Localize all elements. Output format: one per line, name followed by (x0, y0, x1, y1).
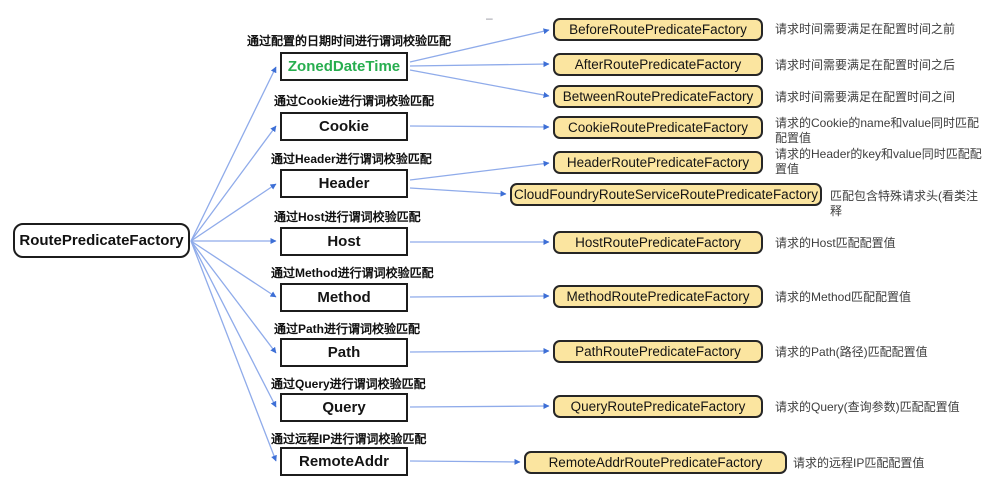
caption-remoteaddr: 通过远程IP进行谓词校验匹配 (271, 432, 427, 446)
edge (409, 403, 550, 410)
desc-path: 请求的Path(路径)匹配配置值 (775, 345, 928, 359)
node-remoteaddr-factory: RemoteAddrRoutePredicateFactory (524, 451, 787, 474)
node-zoneddatetime: ZonedDateTime (280, 52, 408, 81)
desc-before: 请求时间需要满足在配置时间之前 (775, 22, 956, 36)
node-path: Path (280, 338, 408, 367)
edge (190, 183, 277, 242)
caption-path: 通过Path进行谓词校验匹配 (274, 322, 421, 336)
root-node-routepredicatefactory: RoutePredicateFactory (13, 223, 190, 258)
caption-cookie: 通过Cookie进行谓词校验匹配 (274, 94, 435, 108)
desc-header: 请求的Header的key和value同时匹配配置值 (775, 147, 982, 176)
caption-header: 通过Header进行谓词校验匹配 (271, 152, 432, 166)
node-query: Query (280, 393, 408, 422)
node-host-factory: HostRoutePredicateFactory (553, 231, 763, 254)
node-after-factory: AfterRoutePredicateFactory (553, 53, 763, 76)
edge (190, 240, 277, 354)
node-host: Host (280, 227, 408, 256)
desc-cookie: 请求的Cookie的name和value同时匹配配置值 (775, 116, 980, 145)
desc-after: 请求时间需要满足在配置时间之后 (775, 58, 956, 72)
desc-between: 请求时间需要满足在配置时间之间 (775, 90, 956, 104)
caption-method: 通过Method进行谓词校验匹配 (271, 266, 434, 280)
edge (409, 187, 507, 197)
caption-host: 通过Host进行谓词校验匹配 (274, 210, 421, 224)
desc-remoteaddr: 请求的远程IP匹配配置值 (793, 456, 925, 470)
node-remoteaddr: RemoteAddr (280, 447, 408, 476)
edge (190, 240, 277, 298)
dash-artifact: – (486, 11, 493, 25)
caption-query: 通过Query进行谓词校验匹配 (271, 377, 426, 391)
node-path-factory: PathRoutePredicateFactory (553, 340, 763, 363)
node-query-factory: QueryRoutePredicateFactory (553, 395, 763, 418)
node-before-factory: BeforeRoutePredicateFactory (553, 18, 763, 41)
node-cloudfoundry-factory: CloudFoundryRouteServiceRoutePredicateFa… (510, 183, 822, 206)
node-method-factory: MethodRoutePredicateFactory (553, 285, 763, 308)
caption-zoneddatetime: 通过配置的日期时间进行谓词校验匹配 (247, 34, 452, 48)
node-cookie: Cookie (280, 112, 408, 141)
edge (409, 293, 550, 300)
node-cookie-factory: CookieRoutePredicateFactory (553, 116, 763, 139)
desc-query: 请求的Query(查询参数)匹配配置值 (775, 400, 960, 414)
node-between-factory: BetweenRoutePredicateFactory (553, 85, 763, 108)
desc-cloudfoundry: 匹配包含特殊请求头(看类注释 (830, 189, 978, 218)
edge (409, 458, 521, 465)
edge (190, 125, 277, 242)
desc-host: 请求的Host匹配配置值 (775, 236, 896, 250)
edge (409, 123, 550, 130)
edge (190, 240, 277, 462)
desc-method: 请求的Method匹配配置值 (775, 290, 912, 304)
node-method: Method (280, 283, 408, 312)
edge (190, 66, 277, 242)
node-header-factory: HeaderRoutePredicateFactory (553, 151, 763, 174)
edge (409, 61, 550, 68)
edge (190, 240, 277, 408)
edge (409, 348, 550, 355)
node-header: Header (280, 169, 408, 198)
